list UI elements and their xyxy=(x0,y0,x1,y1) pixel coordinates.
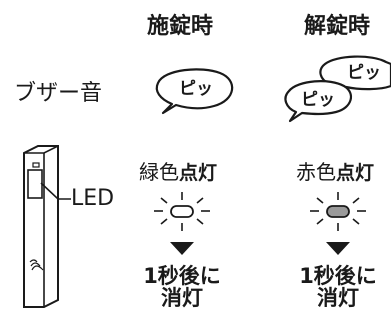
unlock-header: 解錠時 xyxy=(304,14,371,39)
lock-result-line2: 消灯 xyxy=(161,286,203,311)
lock-led-action: 点灯 xyxy=(179,162,218,184)
wireless-icon xyxy=(29,259,44,271)
lock-header: 施錠時 xyxy=(147,14,214,39)
unlock-led-color: 赤色 xyxy=(296,160,336,184)
key-device-illustration xyxy=(23,145,59,308)
lock-sound-text: ピッ xyxy=(179,79,213,99)
led-leader-line xyxy=(40,182,71,200)
unlock-result-line1: 1秒後に xyxy=(299,264,377,288)
unlock-speech-bubble-back: ピッ xyxy=(319,55,391,95)
lock-led-state: 緑色点灯 xyxy=(139,162,217,183)
unlock-sound-text-2: ピッ xyxy=(347,63,381,83)
unlock-sound-text-1: ピッ xyxy=(301,90,335,110)
lock-result: 1秒後に 消灯 xyxy=(132,265,232,309)
unlock-down-arrow xyxy=(326,242,350,255)
unlock-result-line2: 消灯 xyxy=(317,286,359,311)
lock-result-line1: 1秒後に xyxy=(143,264,221,288)
lock-down-arrow xyxy=(170,242,194,255)
unlock-glow-rays xyxy=(310,192,366,231)
unlock-led-lamp xyxy=(310,192,366,231)
unlock-led-state: 赤色点灯 xyxy=(296,162,374,183)
buzzer-label: ブザー音 xyxy=(14,81,103,106)
lock-glow-rays xyxy=(154,192,210,231)
unlock-speech-bubble-front: ピッ xyxy=(284,80,353,123)
led-label: LED xyxy=(71,186,115,211)
unlock-result: 1秒後に 消灯 xyxy=(288,265,388,309)
lock-led-color: 緑色 xyxy=(139,160,179,184)
lock-led-lamp xyxy=(154,192,210,231)
lock-speech-bubble: ピッ xyxy=(155,68,234,115)
unlock-led-action: 点灯 xyxy=(336,162,375,184)
